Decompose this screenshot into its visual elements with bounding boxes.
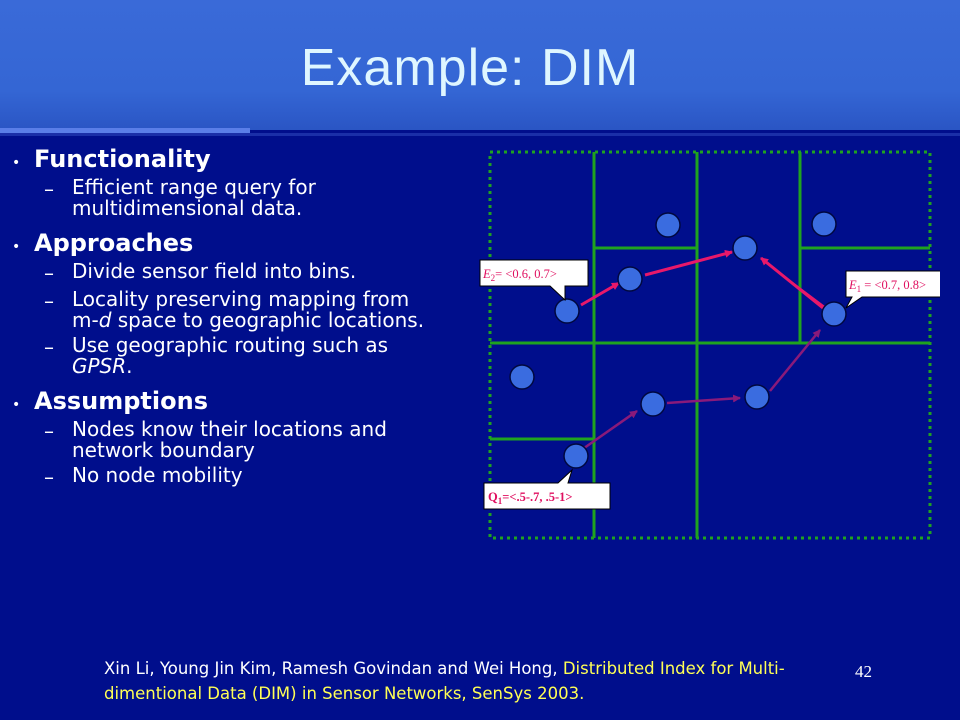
query-path [576, 329, 821, 455]
citation-highlight: Distributed Index for Multi-dimentional … [104, 659, 785, 703]
sub-bullet: – Divide sensor field into bins. [44, 259, 437, 286]
section-heading: Assumptions [34, 387, 208, 415]
event-arrow-shadow [764, 261, 830, 311]
label-q1: Q1=<.5-.7, .5-1> [483, 468, 611, 510]
sub-bullet-text: Efficient range query for multidimension… [72, 175, 316, 220]
sub-bullet: – No node mobility [44, 463, 437, 490]
section-heading: Approaches [34, 229, 194, 257]
sensor-node [640, 391, 666, 417]
field-boundary [488, 150, 932, 540]
bullet-icon: • [12, 155, 21, 171]
sub-bullet: – Efficient range query for multidimensi… [44, 177, 437, 219]
section-assumptions: • Assumptions [12, 387, 437, 415]
label-e2: E2= <0.6, 0.7> [479, 259, 589, 302]
sub-bullet: – Nodes know their locations and network… [44, 419, 437, 461]
sensor-node [554, 298, 580, 324]
query-arrow [769, 329, 821, 392]
section-heading: Functionality [34, 145, 211, 173]
event-paths [580, 249, 830, 311]
event-arrow [644, 249, 733, 277]
sensor-node [732, 235, 758, 261]
query-arrow [666, 394, 741, 405]
sub-bullet-text: Divide sensor field into bins. [72, 259, 357, 283]
page-number: 42 [855, 662, 872, 681]
sensor-node [509, 364, 535, 390]
title-accent-stripe [0, 128, 250, 133]
sub-bullet: – Use geographic routing such as GPSR. [44, 335, 437, 377]
sensor-node [563, 443, 589, 469]
citation: Xin Li, Young Jin Kim, Ramesh Govindan a… [104, 659, 785, 703]
section-approaches: • Approaches [12, 229, 437, 257]
sub-bullet-text: Locality preserving mapping from m-d spa… [72, 287, 425, 332]
dim-zone-diagram: E2= <0.6, 0.7> E1 = <0.7, 0.8> Q1=<.5-.7… [479, 150, 940, 540]
slide-title: Example: DIM [300, 39, 640, 97]
svg-text:E2= <0.6, 0.7>: E2= <0.6, 0.7> [482, 267, 557, 283]
bullet-icon: • [12, 397, 21, 413]
sub-bullet-text: Nodes know their locations and network b… [72, 417, 387, 462]
sub-bullet: – Locality preserving mapping from m-d s… [44, 289, 437, 331]
sensor-node [821, 301, 847, 327]
event-arrow [580, 281, 620, 307]
sensor-node [744, 384, 770, 410]
sensor-node [811, 211, 837, 237]
bullet-icon: • [12, 239, 21, 255]
section-functionality: • Functionality [12, 145, 437, 173]
bullet-content: • Functionality – Efficient range query … [12, 145, 437, 489]
label-e1: E1 = <0.7, 0.8> [845, 270, 940, 309]
svg-text:E1 = <0.7, 0.8>: E1 = <0.7, 0.8> [848, 278, 926, 294]
title-divider [0, 133, 960, 136]
sub-bullet-text: No node mobility [72, 463, 243, 487]
sub-bullet-text: Use geographic routing such as GPSR. [72, 333, 389, 378]
sensor-node [617, 266, 643, 292]
sensor-nodes [509, 211, 847, 469]
svg-text:Q1=<.5-.7, .5-1>: Q1=<.5-.7, .5-1> [488, 490, 573, 506]
query-arrow [576, 409, 638, 455]
sensor-node [655, 212, 681, 238]
title-bar [0, 0, 960, 130]
zone-grid [490, 152, 930, 538]
